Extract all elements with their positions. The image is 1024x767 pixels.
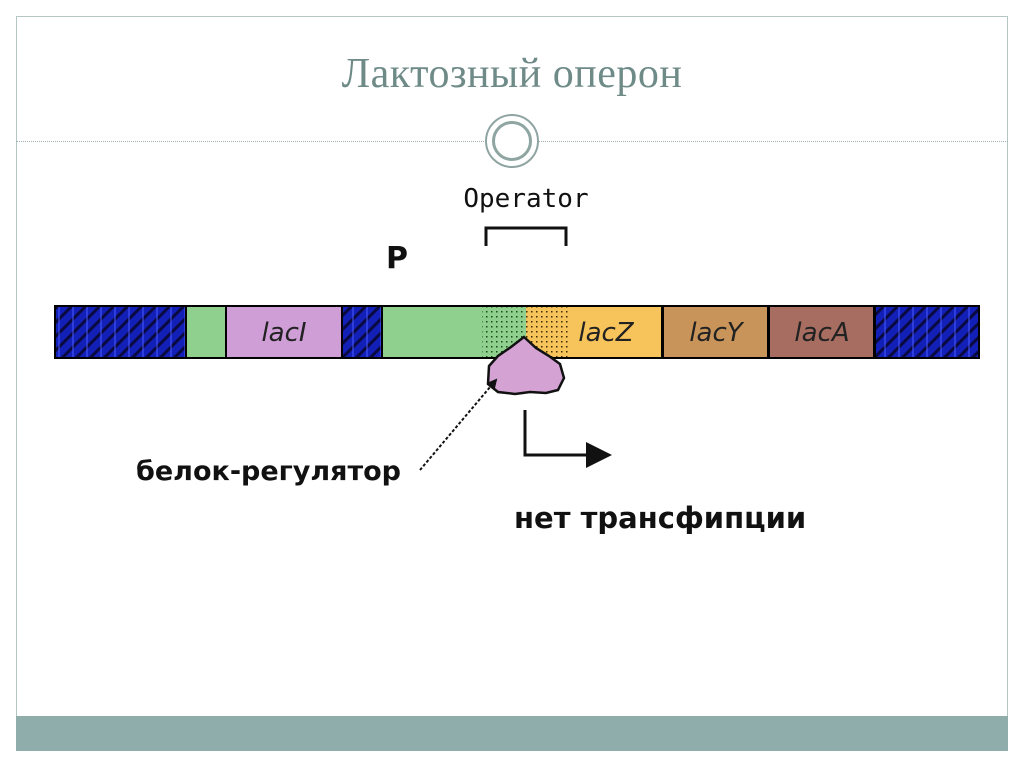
no-transcription-label: нет трансфипции xyxy=(514,501,806,535)
repressor-protein xyxy=(486,335,566,396)
repressor-label: белок-регулятор xyxy=(136,456,401,487)
gene-laci-box xyxy=(226,307,342,357)
promoter-label: P xyxy=(386,241,408,276)
gene-laci-label: lacI xyxy=(261,318,306,348)
gene-lacz-label: lacZ xyxy=(578,318,634,348)
gene-laca-box xyxy=(770,307,874,357)
gene-lacy-label: lacY xyxy=(689,318,744,348)
gene-lacz-box xyxy=(570,307,662,357)
transcription-arrow-icon xyxy=(586,442,612,468)
spacer-region xyxy=(186,307,226,357)
dna-segment-middle xyxy=(342,307,382,357)
dna-segment-right xyxy=(876,307,978,357)
circle-ornament-icon xyxy=(485,114,539,168)
gene-lacy-box xyxy=(664,307,768,357)
transcription-start-line xyxy=(523,410,588,457)
slide-title: Лактозный оперон xyxy=(341,51,683,97)
circle-ornament-inner xyxy=(492,121,532,161)
repressor-pointer-arrow xyxy=(419,378,498,471)
operator-label: Operator xyxy=(463,184,588,214)
dna-segment-left xyxy=(56,307,186,357)
segment-separators xyxy=(185,307,875,357)
promoter-region xyxy=(382,307,482,357)
operator-bracket xyxy=(484,226,568,246)
footer-bar xyxy=(16,716,1008,751)
gene-laca-label: lacA xyxy=(794,318,849,348)
